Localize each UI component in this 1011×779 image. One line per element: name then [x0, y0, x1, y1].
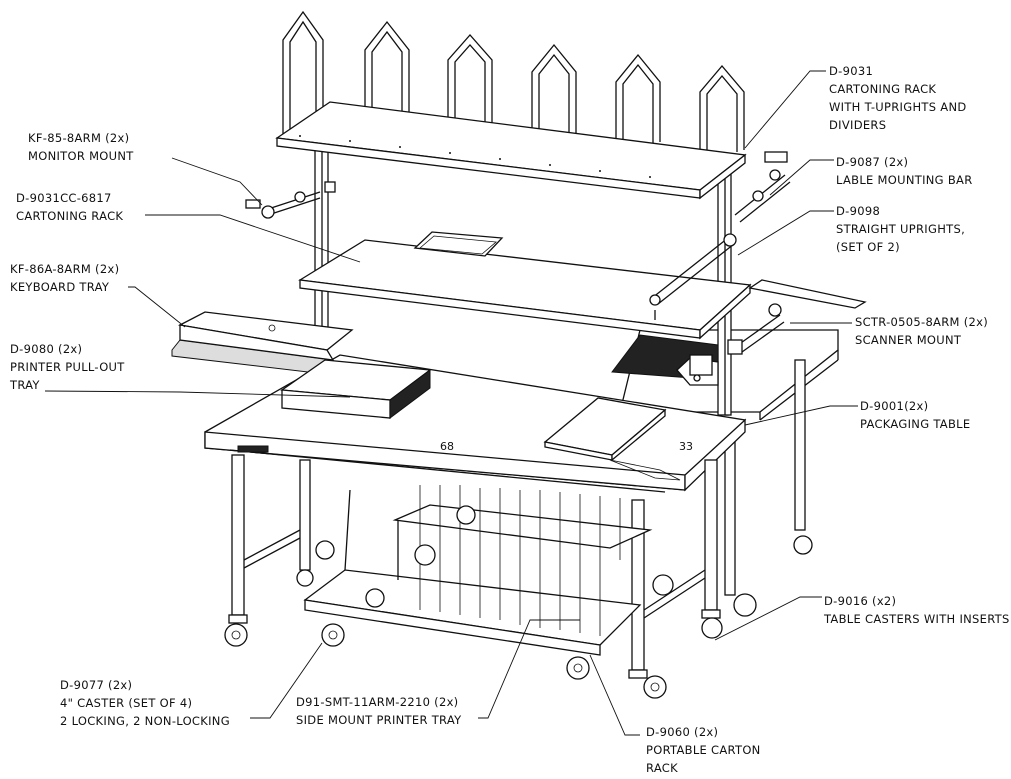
- callout-line: 4" CASTER (SET OF 4): [60, 696, 193, 710]
- callout-scanner-mount: SCTR-0505-8ARM (2x) SCANNER MOUNT: [855, 313, 988, 349]
- middle-cartoning-rack: [298, 231, 752, 340]
- callout-line: TABLE CASTERS WITH INSERTS: [824, 612, 1010, 626]
- monitor-mount-right: [734, 151, 791, 223]
- callout-line: D-9087 (2x): [836, 155, 909, 169]
- table-work-tray: [543, 397, 681, 481]
- callout-line: RACK: [646, 761, 678, 775]
- callout-printer-pullout-tray: D-9080 (2x) PRINTER PULL-OUT TRAY: [10, 340, 125, 394]
- callout-line: DIVIDERS: [829, 118, 887, 132]
- callout-line: TRAY: [10, 378, 40, 392]
- callout-line: D-9080 (2x): [10, 342, 83, 356]
- callout-line: KF-86A-8ARM (2x): [10, 262, 120, 276]
- callout-line: KF-85-8ARM (2x): [28, 131, 130, 145]
- callout-line: D-9016 (x2): [824, 594, 897, 608]
- top-cartoning-rack: [275, 10, 747, 200]
- printer-pullout-tray: [280, 359, 432, 419]
- callout-line: MONITOR MOUNT: [28, 149, 134, 163]
- scanner-mount: [727, 279, 867, 355]
- callout-line: D-9077 (2x): [60, 678, 133, 692]
- callout-line: D-9031: [829, 64, 874, 78]
- dimension-depth: 33: [679, 440, 693, 453]
- callout-cartoning-rack: D-9031CC-6817 CARTONING RACK: [16, 189, 123, 225]
- label-mounting-bar: [649, 233, 737, 320]
- callout-line: LABLE MOUNTING BAR: [836, 173, 973, 187]
- callout-line: D-9001(2x): [860, 399, 929, 413]
- callout-line: PORTABLE CARTON: [646, 743, 761, 757]
- callout-line: CARTONING RACK: [16, 209, 124, 223]
- callout-line: WITH T-UPRIGHTS AND: [829, 100, 967, 114]
- callout-line: PACKAGING TABLE: [860, 417, 971, 431]
- callout-line: D-9098: [836, 204, 881, 218]
- callout-line: KEYBOARD TRAY: [10, 280, 110, 294]
- callout-packaging-table: D-9001(2x) PACKAGING TABLE: [860, 397, 970, 433]
- keyboard-tray: [171, 311, 354, 376]
- callout-line: D91-SMT-11ARM-2210 (2x): [296, 695, 459, 709]
- callout-table-casters: D-9016 (x2) TABLE CASTERS WITH INSERTS: [824, 592, 1010, 628]
- callout-side-mount-printer-tray: D91-SMT-11ARM-2210 (2x) SIDE MOUNT PRINT…: [296, 693, 461, 729]
- callout-cartoning-rack-t-uprights: D-9031 CARTONING RACK WITH T-UPRIGHTS AN…: [829, 62, 967, 134]
- callout-caster-set: D-9077 (2x) 4" CASTER (SET OF 4) 2 LOCKI…: [60, 676, 230, 730]
- callout-line: D-9060 (2x): [646, 725, 719, 739]
- callout-line: SIDE MOUNT PRINTER TRAY: [296, 713, 462, 727]
- callout-line: CARTONING RACK: [829, 82, 937, 96]
- leader-lines: [44, 70, 858, 736]
- callout-line: PRINTER PULL-OUT: [10, 360, 125, 374]
- monitor-mount-left: [245, 181, 336, 219]
- callout-portable-carton-rack: D-9060 (2x) PORTABLE CARTON RACK: [646, 723, 761, 777]
- callout-line: (SET OF 2): [836, 240, 900, 254]
- callout-monitor-mount: KF-85-8ARM (2x) MONITOR MOUNT: [28, 129, 134, 165]
- callout-line: 2 LOCKING, 2 NON-LOCKING: [60, 714, 230, 728]
- callout-line: D-9031CC-6817: [16, 191, 112, 205]
- dimension-width: 68: [440, 440, 454, 453]
- callout-line: SCTR-0505-8ARM (2x): [855, 315, 988, 329]
- portable-carton-rack: [303, 485, 674, 680]
- callout-line: SCANNER MOUNT: [855, 333, 962, 347]
- callout-line: STRAIGHT UPRIGHTS,: [836, 222, 966, 236]
- side-printer-tray: [611, 334, 719, 386]
- callout-keyboard-tray: KF-86A-8ARM (2x) KEYBOARD TRAY: [10, 260, 119, 296]
- callout-label-mounting-bar: D-9087 (2x) LABLE MOUNTING BAR: [836, 153, 972, 189]
- callout-straight-uprights: D-9098 STRAIGHT UPRIGHTS, (SET OF 2): [836, 202, 965, 256]
